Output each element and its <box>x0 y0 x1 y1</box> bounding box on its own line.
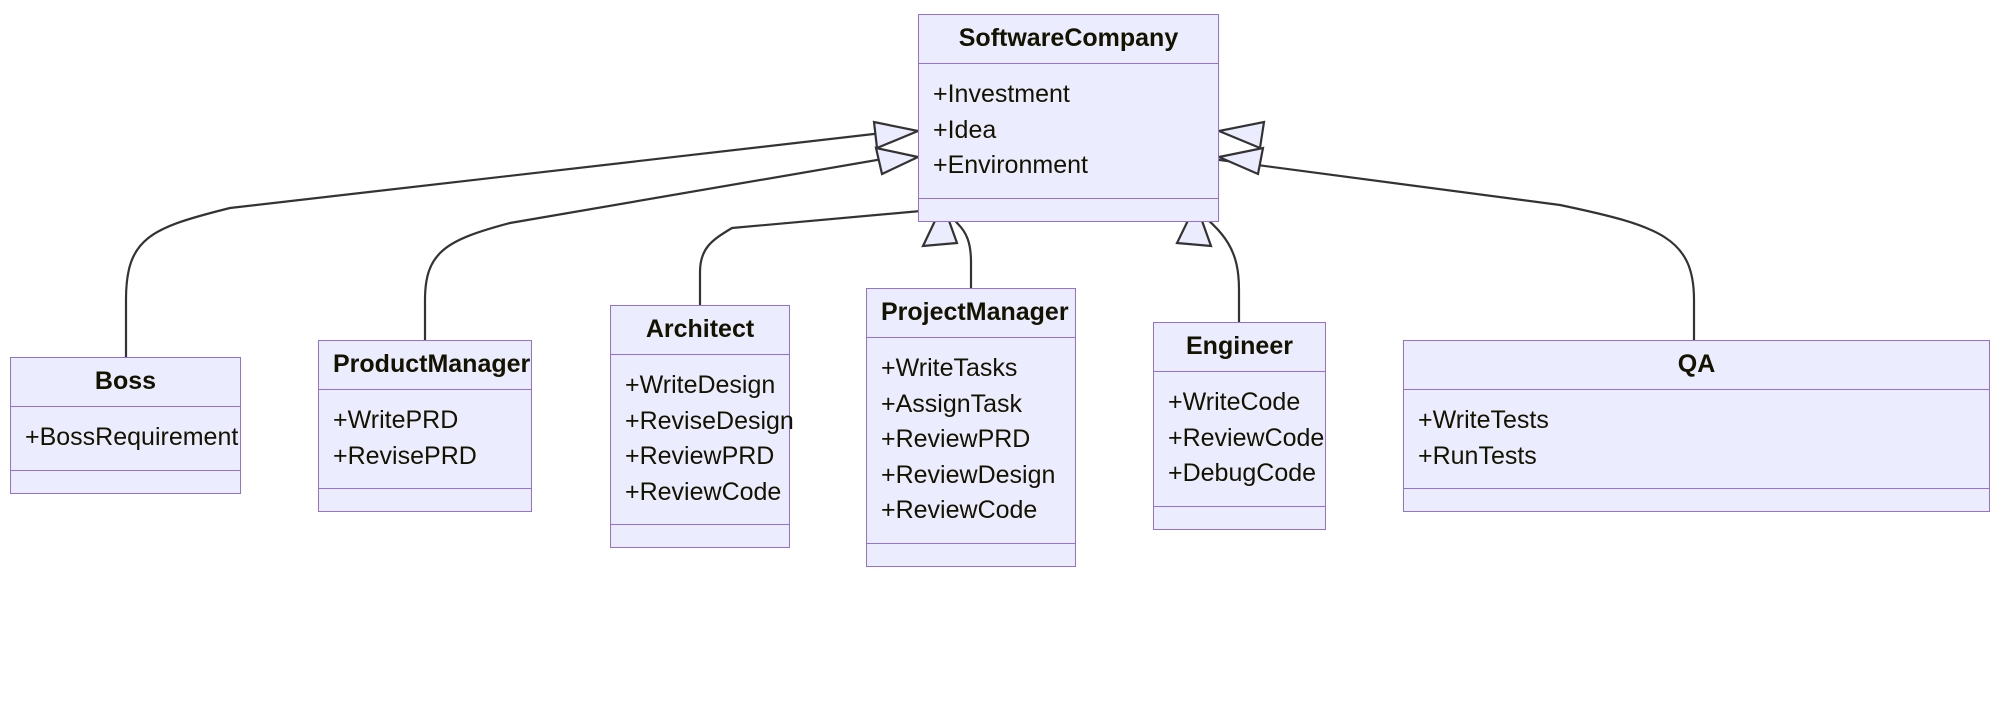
member-row: +WriteDesign <box>625 371 776 399</box>
class-title-product-manager: ProductManager <box>333 350 531 378</box>
member-row: +ReviewCode <box>1168 423 1325 452</box>
class-members-project-manager: +WriteTasks +AssignTask +ReviewPRD +Revi… <box>867 338 1075 543</box>
class-members-software-company: +Investment +Idea +Environment <box>919 64 1218 198</box>
member-row: +DebugCode <box>1168 459 1317 487</box>
member-row: +WriteTests <box>1418 406 1549 434</box>
class-node-boss[interactable]: Boss +BossRequirement <box>10 357 241 494</box>
class-divider <box>919 197 1218 199</box>
class-empty-compartment <box>867 544 1075 566</box>
class-members-boss: +BossRequirement <box>11 407 240 470</box>
class-divider <box>11 406 240 407</box>
class-divider <box>919 63 1218 64</box>
class-node-software-company[interactable]: SoftwareCompany +Investment +Idea +Envir… <box>918 14 1219 222</box>
member-row: +ReviseDesign <box>625 406 794 435</box>
class-node-engineer[interactable]: Engineer +WriteCode +ReviewCode +DebugCo… <box>1153 322 1326 530</box>
class-empty-compartment <box>1154 507 1325 529</box>
member-row: +ReviewPRD <box>625 442 775 470</box>
arrowhead-boss <box>872 120 922 150</box>
class-node-architect[interactable]: Architect +WriteDesign +ReviseDesign +Re… <box>610 305 794 548</box>
member-row: +RevisePRD <box>333 441 477 470</box>
class-empty-compartment <box>1404 489 1989 511</box>
class-node-product-manager[interactable]: ProductManager +WritePRD +RevisePRD <box>318 340 532 512</box>
class-title-engineer: Engineer <box>1186 332 1293 360</box>
member-row: +Idea <box>933 115 997 144</box>
class-divider <box>11 469 240 471</box>
arrowhead-engineer <box>1215 146 1265 176</box>
class-title-architect: Architect <box>645 315 755 343</box>
class-divider <box>611 524 789 525</box>
member-row: +WriteTasks <box>881 354 1018 382</box>
class-members-qa: +WriteTests +RunTests <box>1404 390 1989 488</box>
class-divider <box>1154 505 1325 507</box>
member-row: +ReviewCode <box>625 477 782 506</box>
arrowhead-productmanager <box>874 146 922 176</box>
class-node-project-manager[interactable]: ProjectManager +WriteTasks +AssignTask +… <box>866 288 1076 567</box>
member-row: +ReviewDesign <box>881 460 1056 489</box>
member-row: +AssignTask <box>881 389 1023 418</box>
class-divider <box>319 488 531 489</box>
class-empty-compartment <box>11 471 240 493</box>
class-members-architect: +WriteDesign +ReviseDesign +ReviewPRD +R… <box>611 355 794 524</box>
class-divider <box>867 337 1075 338</box>
member-row: +ReviewCode <box>881 496 1038 524</box>
class-members-product-manager: +WritePRD +RevisePRD <box>319 390 531 488</box>
class-divider <box>1154 371 1325 372</box>
class-title-qa: QA <box>1677 350 1716 378</box>
member-row: +Investment <box>933 80 1070 108</box>
class-title-software-company: SoftwareCompany <box>958 24 1179 52</box>
class-empty-compartment <box>319 489 531 511</box>
class-divider <box>611 354 789 355</box>
member-row: +ReviewPRD <box>881 425 1031 453</box>
member-row: +BossRequirement <box>25 423 239 451</box>
class-divider <box>319 389 531 390</box>
class-node-qa[interactable]: QA +WriteTests +RunTests <box>1403 340 1990 512</box>
class-divider <box>867 542 1075 544</box>
class-empty-compartment <box>611 525 789 547</box>
class-title-project-manager: ProjectManager <box>881 298 1069 326</box>
member-row: +Environment <box>933 151 1088 179</box>
member-row: +WritePRD <box>333 406 459 434</box>
class-divider <box>1404 389 1989 390</box>
arrowhead-qa <box>1215 120 1266 150</box>
class-divider <box>1404 488 1989 489</box>
class-title-boss: Boss <box>94 367 157 395</box>
member-row: +RunTests <box>1418 441 1537 470</box>
member-row: +WriteCode <box>1168 388 1301 416</box>
class-empty-compartment <box>919 199 1218 221</box>
class-members-engineer: +WriteCode +ReviewCode +DebugCode <box>1154 372 1325 506</box>
